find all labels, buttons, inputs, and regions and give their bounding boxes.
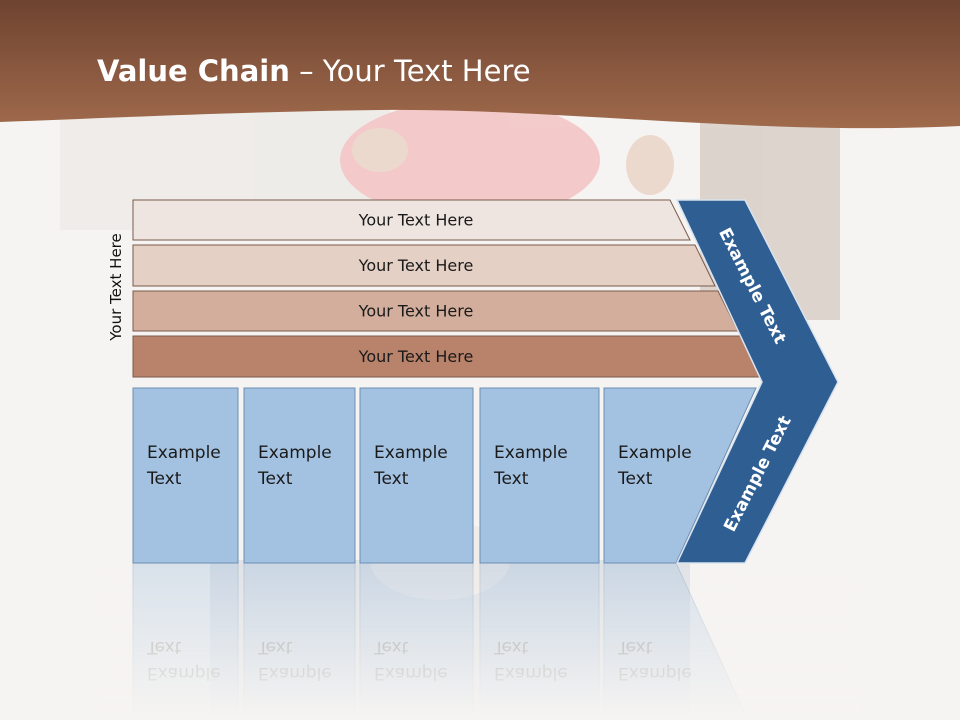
primary-box-label: Text (146, 469, 182, 489)
primary-box-label: Example (494, 443, 568, 463)
header-band (0, 0, 960, 129)
title-rest: – Your Text Here (289, 54, 531, 88)
primary-box-4 (479, 387, 600, 564)
primary-box-label: Text (617, 469, 653, 489)
primary-box-label: Example (258, 443, 332, 463)
primary-box-3 (359, 387, 474, 564)
primary-box-label: Example (374, 443, 448, 463)
support-row-label: Your Text Here (358, 302, 474, 321)
page-title: Value Chain – Your Text Here (97, 54, 531, 88)
primary-box-2 (243, 387, 356, 564)
primary-box-label: Text (493, 469, 529, 489)
support-row-label: Your Text Here (358, 347, 474, 366)
reflection-fade (100, 563, 860, 720)
support-row-1 (132, 199, 691, 241)
support-row-label: Your Text Here (358, 256, 474, 275)
primary-box-label: Example (618, 443, 692, 463)
title-bold: Value Chain (97, 54, 290, 88)
chevron-shape (675, 199, 839, 564)
support-row-2 (132, 244, 716, 287)
primary-box-label: Text (257, 469, 293, 489)
side-label: Your Text Here (107, 233, 125, 341)
primary-box-1 (132, 387, 239, 564)
primary-box-label: Example (147, 443, 221, 463)
support-row-label: Your Text Here (358, 211, 474, 230)
primary-box-label: Text (373, 469, 409, 489)
